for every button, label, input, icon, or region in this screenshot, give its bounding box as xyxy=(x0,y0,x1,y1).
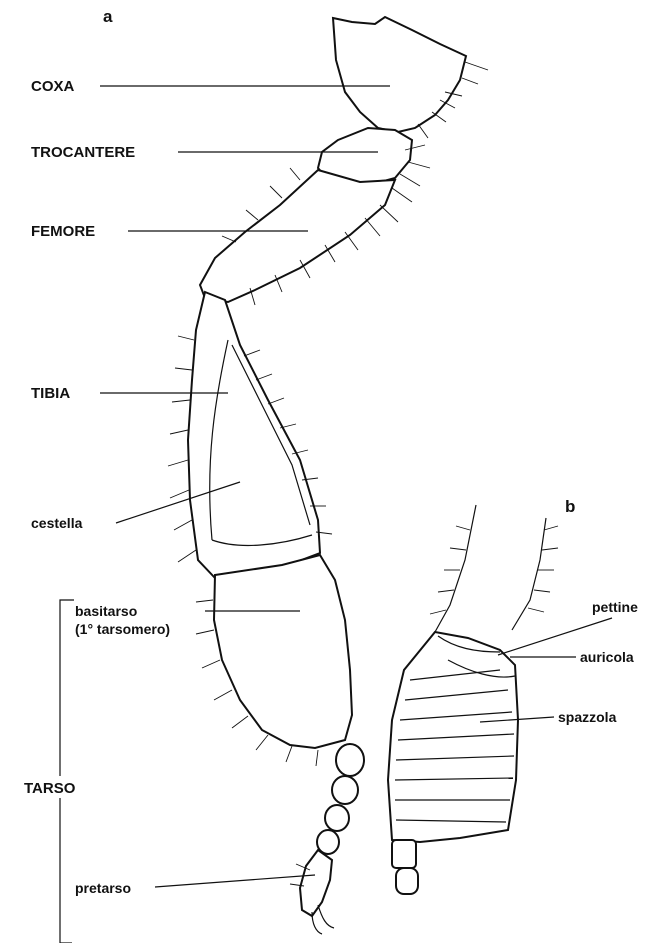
label-tibia: TIBIA xyxy=(31,385,70,402)
label-auricola: auricola xyxy=(580,649,634,665)
tibia-segment xyxy=(188,292,320,578)
tarso-bracket xyxy=(60,600,74,943)
label-cestella: cestella xyxy=(31,515,83,531)
label-coxa: COXA xyxy=(31,78,75,95)
label-basitarso: basitarso xyxy=(75,603,137,619)
label-spazzola: spazzola xyxy=(558,709,617,725)
label-trocantere: TROCANTERE xyxy=(31,144,135,161)
pretarso-segment xyxy=(300,850,332,916)
panel-label-b: b xyxy=(565,497,575,516)
leg-drawing-b xyxy=(388,505,558,894)
femore-segment xyxy=(200,170,395,302)
label-pettine: pettine xyxy=(592,599,638,615)
coxa-segment xyxy=(333,17,466,132)
panel-label-a: a xyxy=(103,7,113,26)
tarsomeres xyxy=(317,744,364,854)
basitarso-segment xyxy=(214,555,352,748)
label-tarso: TARSO xyxy=(24,780,76,797)
label-pretarso: pretarso xyxy=(75,880,131,896)
label-basitarso-sub: (1° tarsomero) xyxy=(75,621,170,637)
label-femore: FEMORE xyxy=(31,223,95,240)
leader-pretarso xyxy=(155,875,315,887)
